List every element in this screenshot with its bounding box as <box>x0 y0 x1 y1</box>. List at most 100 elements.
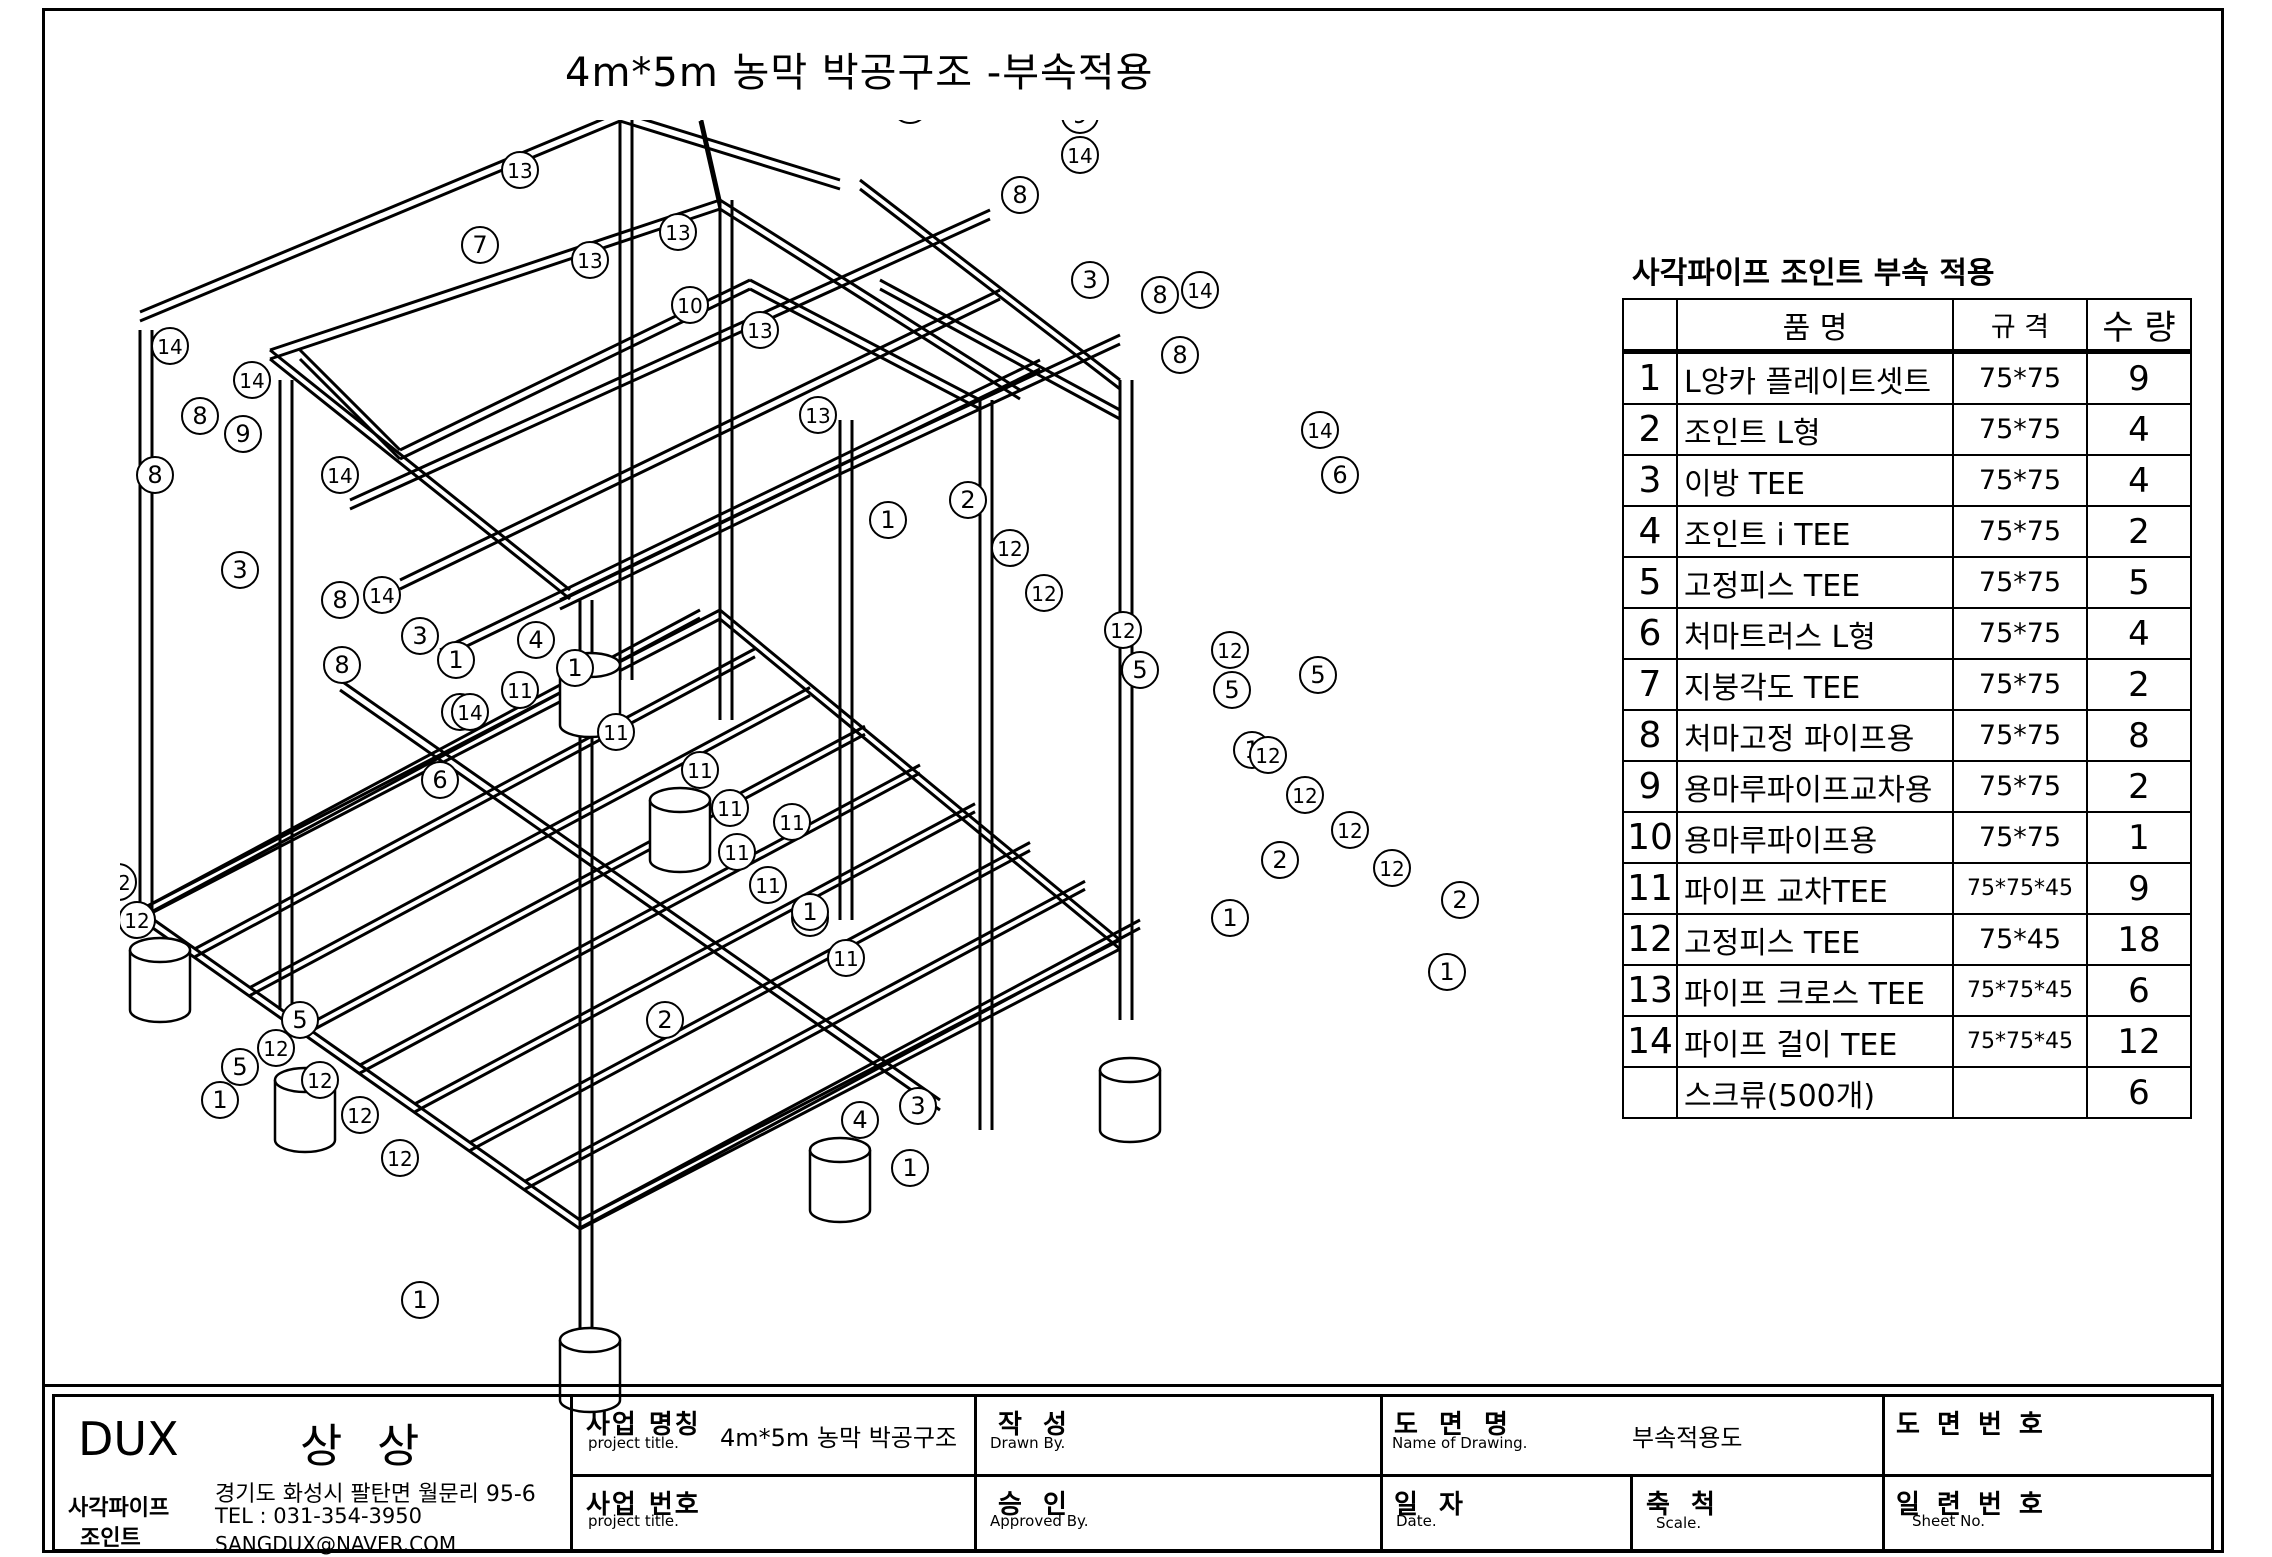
callout-bubble: 12 <box>120 901 156 939</box>
callout-bubble: 1 <box>1428 953 1466 991</box>
callout-number: 12 <box>1337 819 1362 843</box>
callout-bubble: 3 <box>899 1087 937 1125</box>
frame-member <box>579 918 1141 1222</box>
scale-sub: Scale. <box>1656 1514 1702 1532</box>
part-qty: 5 <box>2086 556 2192 609</box>
callout-bubble: 11 <box>718 833 756 871</box>
callout-bubble: 8 <box>1161 336 1199 374</box>
callout-number: 1 <box>567 654 582 682</box>
callout-number: 11 <box>507 679 532 703</box>
part-qty: 2 <box>2086 658 2192 711</box>
callout-bubble: 1 <box>869 501 907 539</box>
callout-bubble: 8 <box>1141 276 1179 314</box>
part-spec: 75*75 <box>1952 403 2088 456</box>
divider <box>1630 1474 1633 1552</box>
callout-number: 12 <box>307 1069 332 1093</box>
part-spec: 75*75 <box>1952 505 2088 558</box>
callout-number: 2 <box>1272 846 1287 874</box>
callout-bubble: 1 <box>201 1081 239 1119</box>
callout-number: 5 <box>1224 676 1239 704</box>
callout-number: 4 <box>528 626 543 654</box>
callout-number: 5 <box>232 1053 247 1081</box>
callout-bubble: 12 <box>1373 849 1411 887</box>
callout-number: 14 <box>1067 144 1092 168</box>
callout-number: 1 <box>212 1086 227 1114</box>
callout-number: 14 <box>1187 279 1212 303</box>
callout-bubble: 11 <box>773 803 811 841</box>
frame-member <box>249 694 811 997</box>
frame-member <box>269 348 571 592</box>
callout-bubble: 12 <box>120 863 137 901</box>
callout-number: 8 <box>1152 281 1167 309</box>
part-spec: 75*75*45 <box>1952 1015 2088 1068</box>
part-qty: 6 <box>2086 964 2192 1017</box>
frame-member <box>859 187 1121 391</box>
part-name: 파이프 교차TEE <box>1676 862 1954 915</box>
callout-bubble: 3 <box>401 617 439 655</box>
callout-number: 8 <box>1172 341 1187 369</box>
callout-bubble: 12 <box>1249 736 1287 774</box>
divider <box>974 1394 977 1552</box>
product-line: 사각파이프 <box>68 1496 170 1521</box>
part-no: 4 <box>1622 505 1678 558</box>
frame-member <box>194 647 756 951</box>
frame-member <box>719 617 1121 951</box>
divider <box>570 1394 573 1552</box>
part-qty: 4 <box>2086 607 2192 660</box>
callout-bubble: 8 <box>181 397 219 435</box>
frame-member <box>859 178 1121 382</box>
frame-member <box>439 358 1041 652</box>
callout-number: 7 <box>472 231 487 259</box>
frame-member <box>749 287 981 411</box>
part-name: 파이프 걸이 TEE <box>1676 1015 1954 1068</box>
frame-member <box>399 288 1001 582</box>
callout-bubble: 13 <box>501 151 539 189</box>
callout-bubble: 14 <box>321 456 359 494</box>
project-name-sub: project title. <box>588 1434 679 1452</box>
approved-by-label: 승 인 <box>998 1490 1073 1520</box>
callout-bubble: 11 <box>597 713 635 751</box>
callout-bubble: 11 <box>827 939 865 977</box>
callout-number: 1 <box>880 506 895 534</box>
part-name: 조인트 i TEE <box>1676 505 1954 558</box>
part-no: 1 <box>1622 350 1678 405</box>
drawing-no-label: 도 면 번 호 <box>1896 1410 2047 1440</box>
part-qty: 8 <box>2086 709 2192 762</box>
callout-number: 11 <box>755 874 780 898</box>
callout-number: 12 <box>120 871 131 895</box>
callout-bubble: 1 <box>401 1281 439 1319</box>
callout-number: 2 <box>657 1006 672 1034</box>
project-name-label: 사업 명칭 <box>586 1410 701 1440</box>
callout-number: 8 <box>1012 181 1027 209</box>
part-no: 12 <box>1622 913 1678 966</box>
part-no: 6 <box>1622 607 1678 660</box>
callout-number: 2 <box>1452 886 1467 914</box>
frame-member <box>359 763 921 1067</box>
callout-bubble: 14 <box>151 327 189 365</box>
part-no: 9 <box>1622 760 1678 813</box>
part-no <box>1622 1066 1678 1119</box>
callout-bubble: 3 <box>1071 261 1109 299</box>
callout-bubble: 12 <box>1104 611 1142 649</box>
callout-number: 11 <box>603 721 628 745</box>
part-name: 파이프 크로스 TEE <box>1676 964 1954 1017</box>
divider <box>1380 1394 1383 1552</box>
part-qty: 1 <box>2086 811 2192 864</box>
part-name: 용마루파이프교차용 <box>1676 760 1954 813</box>
frame-member <box>719 608 1121 942</box>
part-no: 10 <box>1622 811 1678 864</box>
foundation-cylinder <box>1098 1056 1162 1144</box>
part-no: 14 <box>1622 1015 1678 1068</box>
frame-member <box>414 810 976 1114</box>
callout-number: 12 <box>263 1037 288 1061</box>
scale-label: 축 척 <box>1646 1490 1721 1520</box>
project-no-label: 사업 번호 <box>586 1490 701 1520</box>
part-no: 13 <box>1622 964 1678 1017</box>
divider <box>570 1474 2214 1477</box>
callout-bubble: 1 <box>437 641 475 679</box>
